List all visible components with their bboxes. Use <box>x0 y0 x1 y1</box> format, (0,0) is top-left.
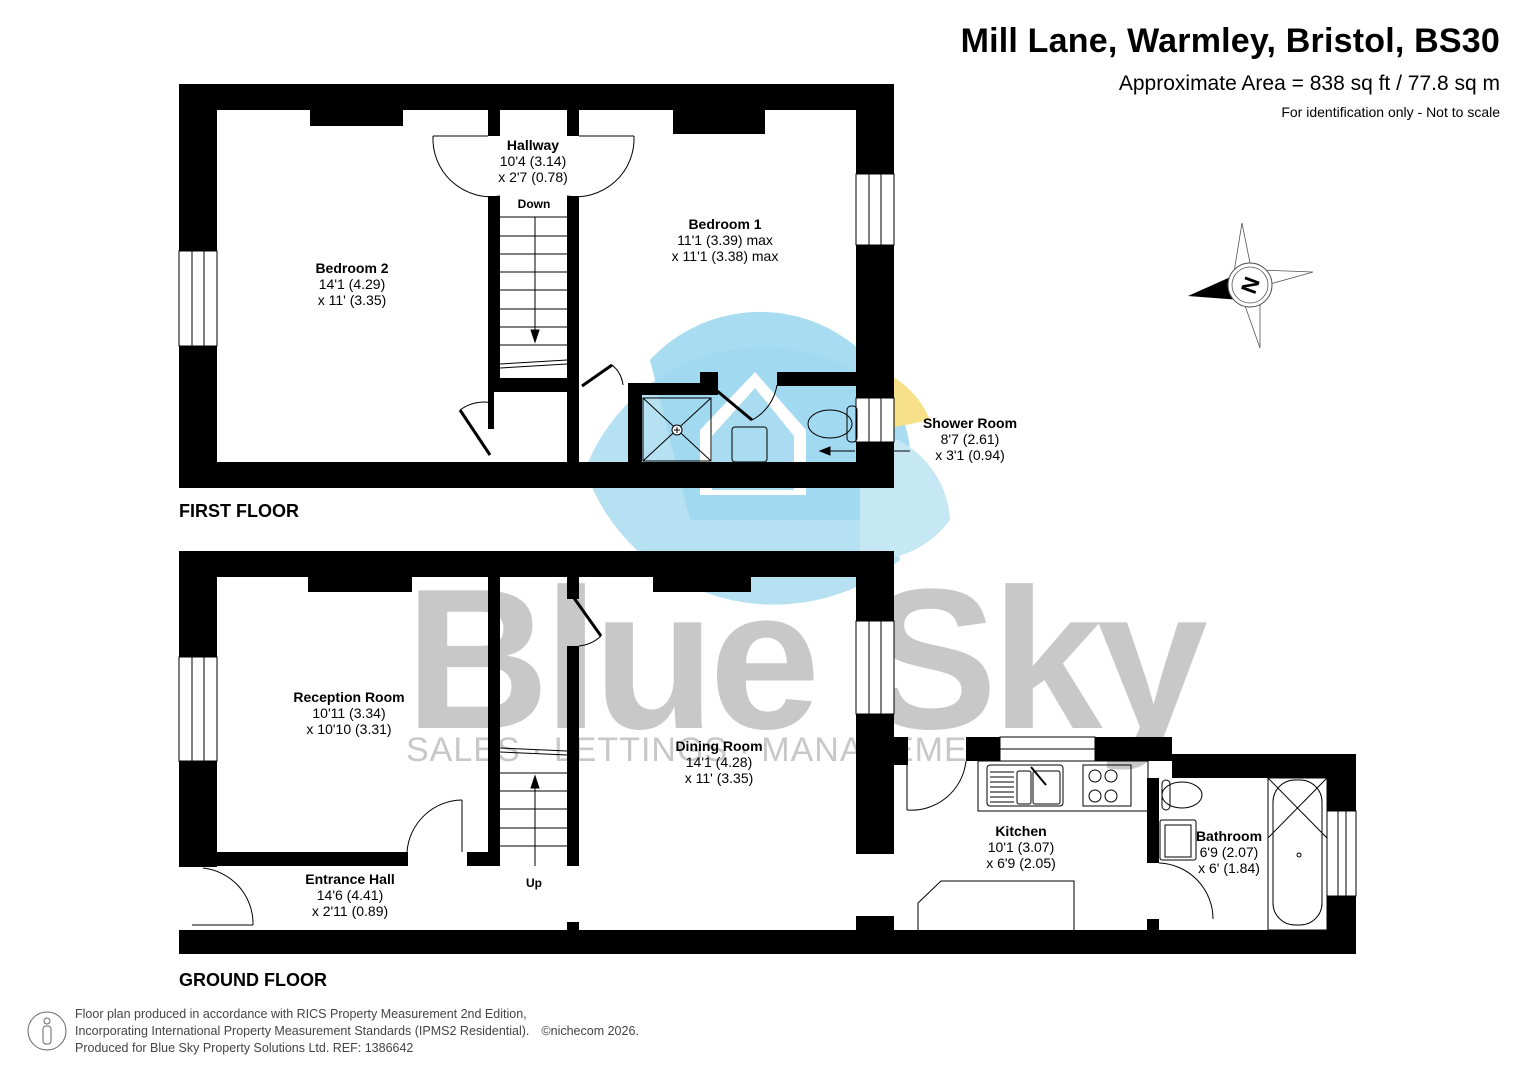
room-hallway: Hallway 10'4 (3.14) x 2'7 (0.78) <box>498 137 568 185</box>
approximate-area: Approximate Area = 838 sq ft / 77.8 sq m <box>1118 72 1500 95</box>
scale-disclaimer: For identification only - Not to scale <box>1281 104 1500 120</box>
room-kitchen: Kitchen 10'1 (3.07) x 6'9 (2.05) <box>986 823 1056 871</box>
stairs-up-label: Up <box>526 876 542 890</box>
room-dining-room: Dining Room 14'1 (4.28) x 11' (3.35) <box>675 738 763 786</box>
ground-floor-label: GROUND FLOOR <box>179 970 327 990</box>
first-floor-label: FIRST FLOOR <box>179 501 299 521</box>
property-address-title: Mill Lane, Warmley, Bristol, BS30 <box>960 22 1500 60</box>
ground-floor-stairs <box>499 747 568 866</box>
room-entrance-hall: Entrance Hall 14'6 (4.41) x 2'11 (0.89) <box>305 871 395 919</box>
room-bedroom-1: Bedroom 1 11'1 (3.39) max x 11'1 (3.38) … <box>671 216 779 264</box>
watermark-brand: Blue Sky <box>405 548 1208 771</box>
ground-floor-walls <box>179 551 1356 954</box>
first-floor-walls <box>179 84 894 488</box>
room-reception-room: Reception Room 10'11 (3.34) x 10'10 (3.3… <box>293 689 405 737</box>
stairs-down-label: Down <box>517 197 551 211</box>
room-shower-room: Shower Room 8'7 (2.61) x 3'1 (0.94) <box>922 415 1018 463</box>
compass-north-icon: N <box>1188 222 1314 349</box>
shower-room-fixtures <box>642 397 910 463</box>
copyright: ©nichecom 2026. <box>541 1024 639 1038</box>
kitchen-fixtures <box>917 760 1328 931</box>
person-scale-icon <box>27 1011 67 1051</box>
room-bathroom: Bathroom 6'9 (2.07) x 6' (1.84) <box>1195 828 1263 876</box>
first-floor-stairs <box>499 216 568 369</box>
room-bedroom-2: Bedroom 2 14'1 (4.29) x 11' (3.35) <box>315 260 389 308</box>
footer-credits: Floor plan produced in accordance with R… <box>75 1007 639 1055</box>
watermark-tagline: SALES · LETTINGS · MANAGEMENT <box>406 731 1015 769</box>
